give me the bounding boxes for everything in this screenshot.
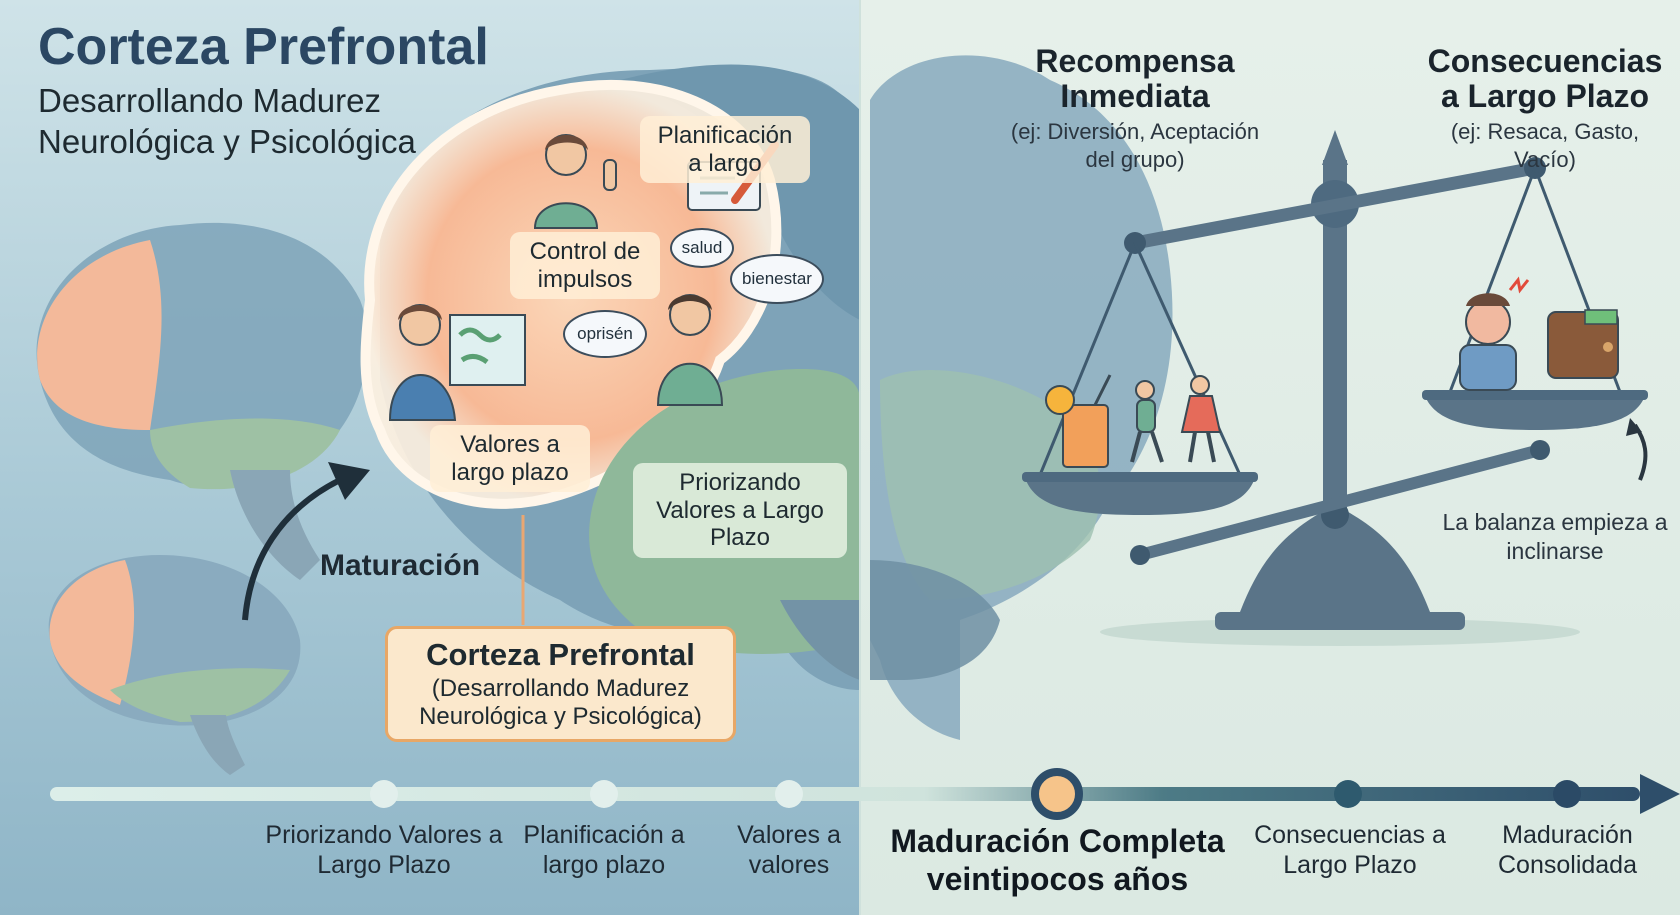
timeline-label-highlight: Maduración Completa veintipocos años — [890, 823, 1225, 898]
reward-title: Recompensa Inmediata — [1035, 43, 1235, 115]
timeline-label-1: Priorizando Valores a Largo Plazo — [265, 821, 503, 879]
label-prioritizing: Priorizando Valores a Largo Plazo — [633, 463, 847, 558]
label-impulse-control: Control de impulsos — [510, 232, 660, 300]
prefrontal-callout-subtitle: (Desarrollando Madurez Neurológica y Psi… — [419, 675, 702, 730]
right-brain — [870, 55, 1173, 740]
consequences-example: (ej: Resaca, Gasto, Vacío) — [1450, 119, 1640, 172]
side-brain-large — [36, 222, 368, 580]
main-title: Corteza Prefrontal — [38, 18, 489, 76]
timeline-dot-5 — [1334, 780, 1362, 808]
bubble-wellbeing: bienestar — [730, 254, 824, 304]
prefrontal-callout-title: Corteza Prefrontal — [426, 637, 695, 672]
timeline-label-5: Consecuencias a Largo Plazo — [1254, 821, 1446, 879]
consequences-illustration — [1459, 276, 1648, 481]
subtitle: Desarrollando Madurez Neurológica y Psic… — [38, 82, 416, 161]
bubble-pressure: oprisén — [563, 310, 647, 358]
label-planning: Planificación a largo — [640, 116, 810, 184]
timeline-arrowhead — [1640, 774, 1680, 814]
prefrontal-callout: Corteza Prefrontal (Desarrollando Madure… — [385, 626, 736, 742]
reward-example: (ej: Diversión, Aceptación del grupo) — [1010, 119, 1260, 172]
balance-scale — [1022, 130, 1648, 646]
label-long-term-values: Valores a largo plazo — [430, 425, 590, 493]
timeline-dot-highlight — [1031, 768, 1083, 820]
timeline-label-3: Valores a valores — [737, 821, 841, 879]
bubble-health: salud — [670, 228, 734, 268]
timeline-label-2: Planificación a largo plazo — [523, 821, 685, 879]
timeline-label-6: Maduración Consolidada — [1498, 821, 1637, 879]
consequences-title: Consecuencias a Largo Plazo — [1427, 43, 1663, 115]
maturation-label: Maturación — [320, 549, 481, 582]
reward-illustration — [1045, 374, 1222, 468]
timeline-dot-6 — [1553, 780, 1581, 808]
balance-note: La balanza empieza a inclinarse — [1442, 509, 1668, 564]
side-brain-small — [48, 555, 301, 775]
timeline — [50, 768, 1680, 820]
timeline-dot-1 — [370, 780, 398, 808]
timeline-dot-3 — [775, 780, 803, 808]
timeline-dot-2 — [590, 780, 618, 808]
maturation-arrow — [242, 477, 342, 621]
